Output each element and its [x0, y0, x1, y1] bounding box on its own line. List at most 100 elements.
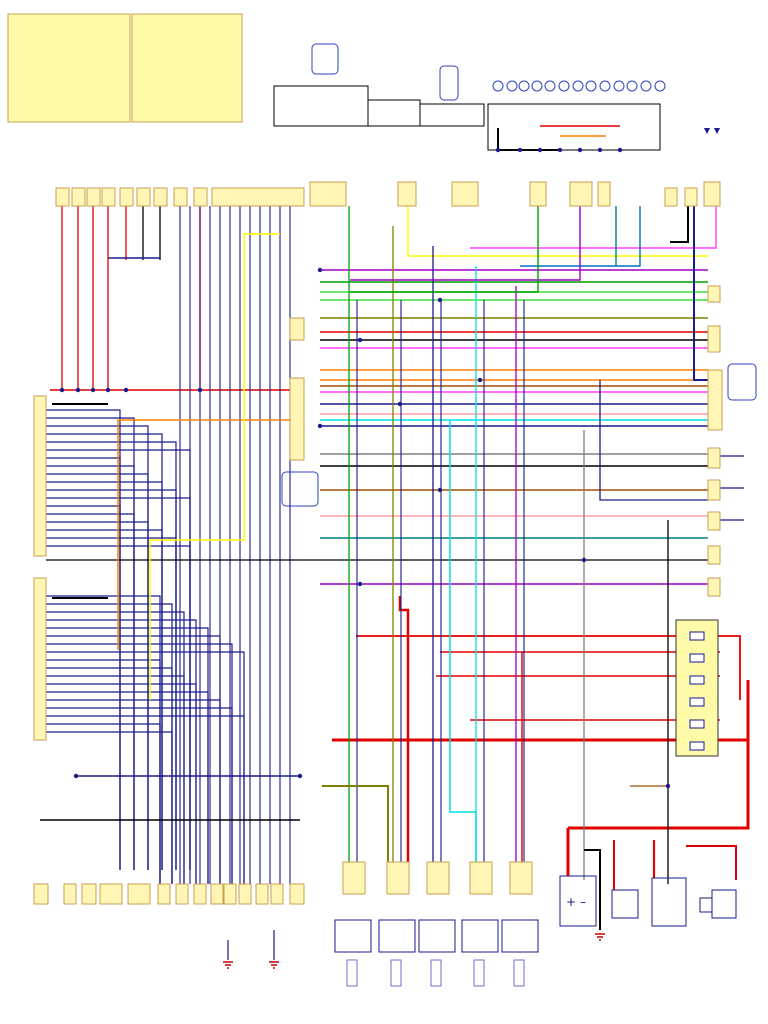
bottom-connector-10: [238, 883, 252, 905]
ecu-block-lower: [33, 577, 47, 741]
wire: [350, 206, 539, 293]
fuse-icon: [689, 697, 705, 707]
right-connector-6: [707, 545, 721, 565]
injector-coil-icon: [334, 919, 372, 953]
wire: [46, 611, 185, 884]
splice-node: [197, 387, 203, 393]
lamp-icon: [599, 80, 611, 92]
right-connector-4: [707, 479, 721, 501]
splice-node: [617, 147, 623, 153]
splice-node: [495, 147, 501, 153]
right-connector-5: [707, 511, 721, 531]
top-connector-2: [86, 187, 101, 207]
wire: [46, 505, 121, 870]
top-connector-8: [193, 187, 208, 207]
injector-coil-icon: [461, 919, 499, 953]
lamp-icon: [613, 80, 625, 92]
splice-node: [297, 773, 303, 779]
splice-node: [59, 387, 65, 393]
splice-node: [557, 147, 563, 153]
connector-face-icon: [439, 65, 459, 101]
lamp-icon: [531, 80, 543, 92]
top-connector-6: [153, 187, 168, 207]
right-connector-0: [707, 285, 721, 303]
wire: [449, 420, 477, 862]
fuse-icon: [689, 675, 705, 685]
splice-node: [581, 557, 587, 563]
splice-node: [317, 267, 323, 273]
ecu-connector-c: [451, 181, 479, 207]
lamp-icon: [558, 80, 570, 92]
relay-icon: [651, 877, 687, 927]
wire: [46, 529, 163, 870]
coil-connector-3: [469, 861, 493, 895]
right-connector-1: [707, 325, 721, 353]
ecu-block-upper: [33, 395, 47, 557]
ecu-pin-table: [487, 103, 661, 151]
bottom-connector-1: [63, 883, 77, 905]
wire-harness: [40, 125, 750, 960]
battery-plus-icon: +: [566, 895, 576, 909]
lamp-icon: [506, 80, 518, 92]
right-connector-3: [707, 447, 721, 469]
coil-connector-1: [386, 861, 410, 895]
splice-node: [517, 147, 523, 153]
connectors: [33, 181, 723, 905]
injector-coil-icon: [346, 959, 358, 987]
wire: [670, 206, 689, 243]
diode-icon: [704, 128, 720, 134]
wire: [398, 596, 410, 862]
bottom-connector-3: [99, 883, 123, 905]
splice-node: [397, 401, 403, 407]
fuse-box-icon: [675, 619, 719, 757]
motor-icon: [711, 889, 737, 919]
injector-coil-icon: [418, 919, 456, 953]
splice-node: [577, 147, 583, 153]
splice-node: [105, 387, 111, 393]
splice-node: [597, 147, 603, 153]
coil-connector-4: [509, 861, 533, 895]
bottom-connector-8: [210, 883, 224, 905]
bottom-connector-9: [223, 883, 237, 905]
splice-node: [437, 487, 443, 493]
lamp-icon: [585, 80, 597, 92]
top-connector-4: [119, 187, 134, 207]
relay-icon: [611, 889, 639, 919]
injector-coil-icon: [378, 919, 416, 953]
title-block-right: [131, 13, 243, 123]
injector-coil-icon: [513, 959, 525, 987]
right-connector-7: [707, 577, 721, 597]
right-connector-2: [707, 369, 723, 431]
wire: [46, 457, 121, 870]
connector-face-icon: [727, 363, 757, 401]
fuse-icon: [689, 631, 705, 641]
fuse-icon: [689, 719, 705, 729]
title-blocks: [7, 13, 243, 123]
splice-node: [90, 387, 96, 393]
bottom-connector-11: [255, 883, 269, 905]
top-connector-7: [173, 187, 188, 207]
wire: [46, 731, 173, 884]
splice-node: [357, 581, 363, 587]
wire: [46, 643, 233, 884]
main-harness-connector: [211, 187, 305, 207]
ecu-pin-table: [367, 99, 421, 127]
wire: [693, 206, 708, 381]
wire: [46, 537, 177, 870]
wire: [686, 845, 737, 880]
bottom-connector-6: [175, 883, 189, 905]
wire: [599, 380, 708, 501]
bottom-connector-0: [33, 883, 49, 905]
lamp-icon: [518, 80, 530, 92]
lamp-icon: [572, 80, 584, 92]
bottom-connector-7: [193, 883, 207, 905]
coil-connector-0: [342, 861, 366, 895]
ecu-connector-a: [309, 181, 347, 207]
wire: [520, 206, 641, 267]
bottom-connector-2: [81, 883, 97, 905]
ecu-pin-table: [419, 103, 485, 127]
connector-h: [684, 187, 698, 207]
top-connector-5: [136, 187, 151, 207]
ground-icon: [595, 933, 605, 941]
fuse-icon: [689, 653, 705, 663]
